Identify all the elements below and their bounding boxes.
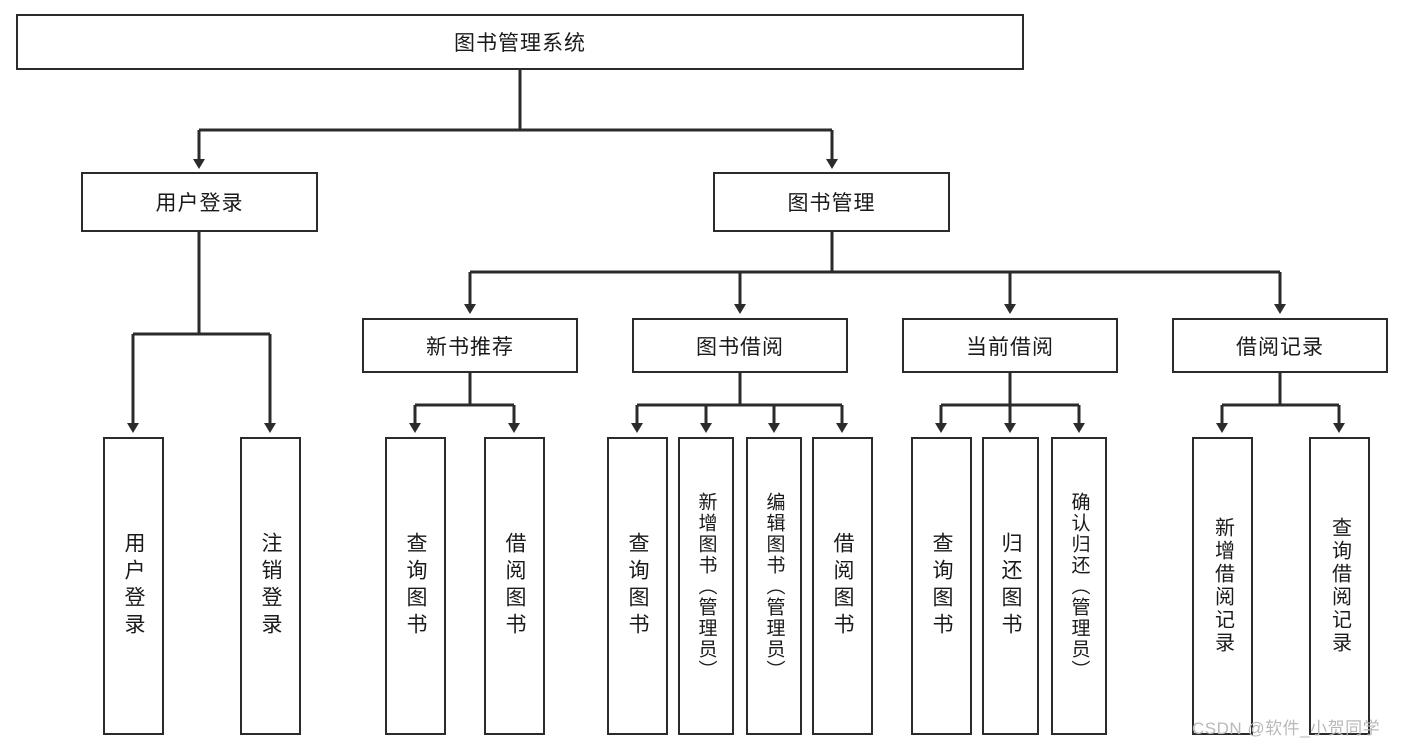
node-borrow-record-label: 借阅记录 [1236,335,1324,359]
leaf-label: 新增借阅记录 [1211,517,1234,655]
leaf-current-borrow-query[interactable]: 查询图书 [911,437,972,735]
leaf-label: 注销登录 [259,532,282,640]
node-user-login[interactable]: 用户登录 [81,172,318,232]
node-borrow-record[interactable]: 借阅记录 [1172,318,1388,373]
node-current-borrow-label: 当前借阅 [966,335,1054,359]
node-book-borrow[interactable]: 图书借阅 [632,318,848,373]
node-user-login-label: 用户登录 [155,192,244,215]
leaf-label: 确认归还（管理员） [1068,491,1090,681]
leaf-user-login-login[interactable]: 用户登录 [103,437,164,735]
leaf-label: 归还图书 [999,532,1022,640]
leaf-book-borrow-edit[interactable]: 编辑图书（管理员） [746,437,802,735]
leaf-borrow-record-add[interactable]: 新增借阅记录 [1192,437,1253,735]
leaf-current-borrow-confirm[interactable]: 确认归还（管理员） [1051,437,1107,735]
leaf-label: 查询图书 [404,532,427,640]
leaf-book-borrow-borrow[interactable]: 借阅图书 [812,437,873,735]
leaf-current-borrow-return[interactable]: 归还图书 [982,437,1039,735]
leaf-user-login-logout[interactable]: 注销登录 [240,437,301,735]
leaf-new-book-query[interactable]: 查询图书 [385,437,446,735]
leaf-label: 查询图书 [930,532,953,640]
node-new-book-recommend[interactable]: 新书推荐 [362,318,578,373]
leaf-label: 用户登录 [122,532,145,640]
leaf-label: 新增图书（管理员） [695,491,717,681]
node-current-borrow[interactable]: 当前借阅 [902,318,1118,373]
watermark-text: CSDN @软件_小贺同学 [1192,719,1381,738]
node-book-manage[interactable]: 图书管理 [713,172,950,232]
leaf-new-book-borrow[interactable]: 借阅图书 [484,437,545,735]
node-new-book-recommend-label: 新书推荐 [426,335,514,359]
leaf-label: 查询图书 [626,532,649,640]
leaf-label: 借阅图书 [503,532,526,640]
leaf-book-borrow-add[interactable]: 新增图书（管理员） [678,437,734,735]
node-root[interactable]: 图书管理系统 [16,14,1024,70]
node-book-borrow-label: 图书借阅 [696,335,784,359]
leaf-borrow-record-query[interactable]: 查询借阅记录 [1309,437,1370,735]
node-root-label: 图书管理系统 [454,32,586,55]
leaf-book-borrow-query[interactable]: 查询图书 [607,437,668,735]
node-book-manage-label: 图书管理 [787,192,876,215]
leaf-label: 编辑图书（管理员） [763,491,785,681]
leaf-label: 借阅图书 [831,532,854,640]
leaf-label: 查询借阅记录 [1328,517,1351,655]
